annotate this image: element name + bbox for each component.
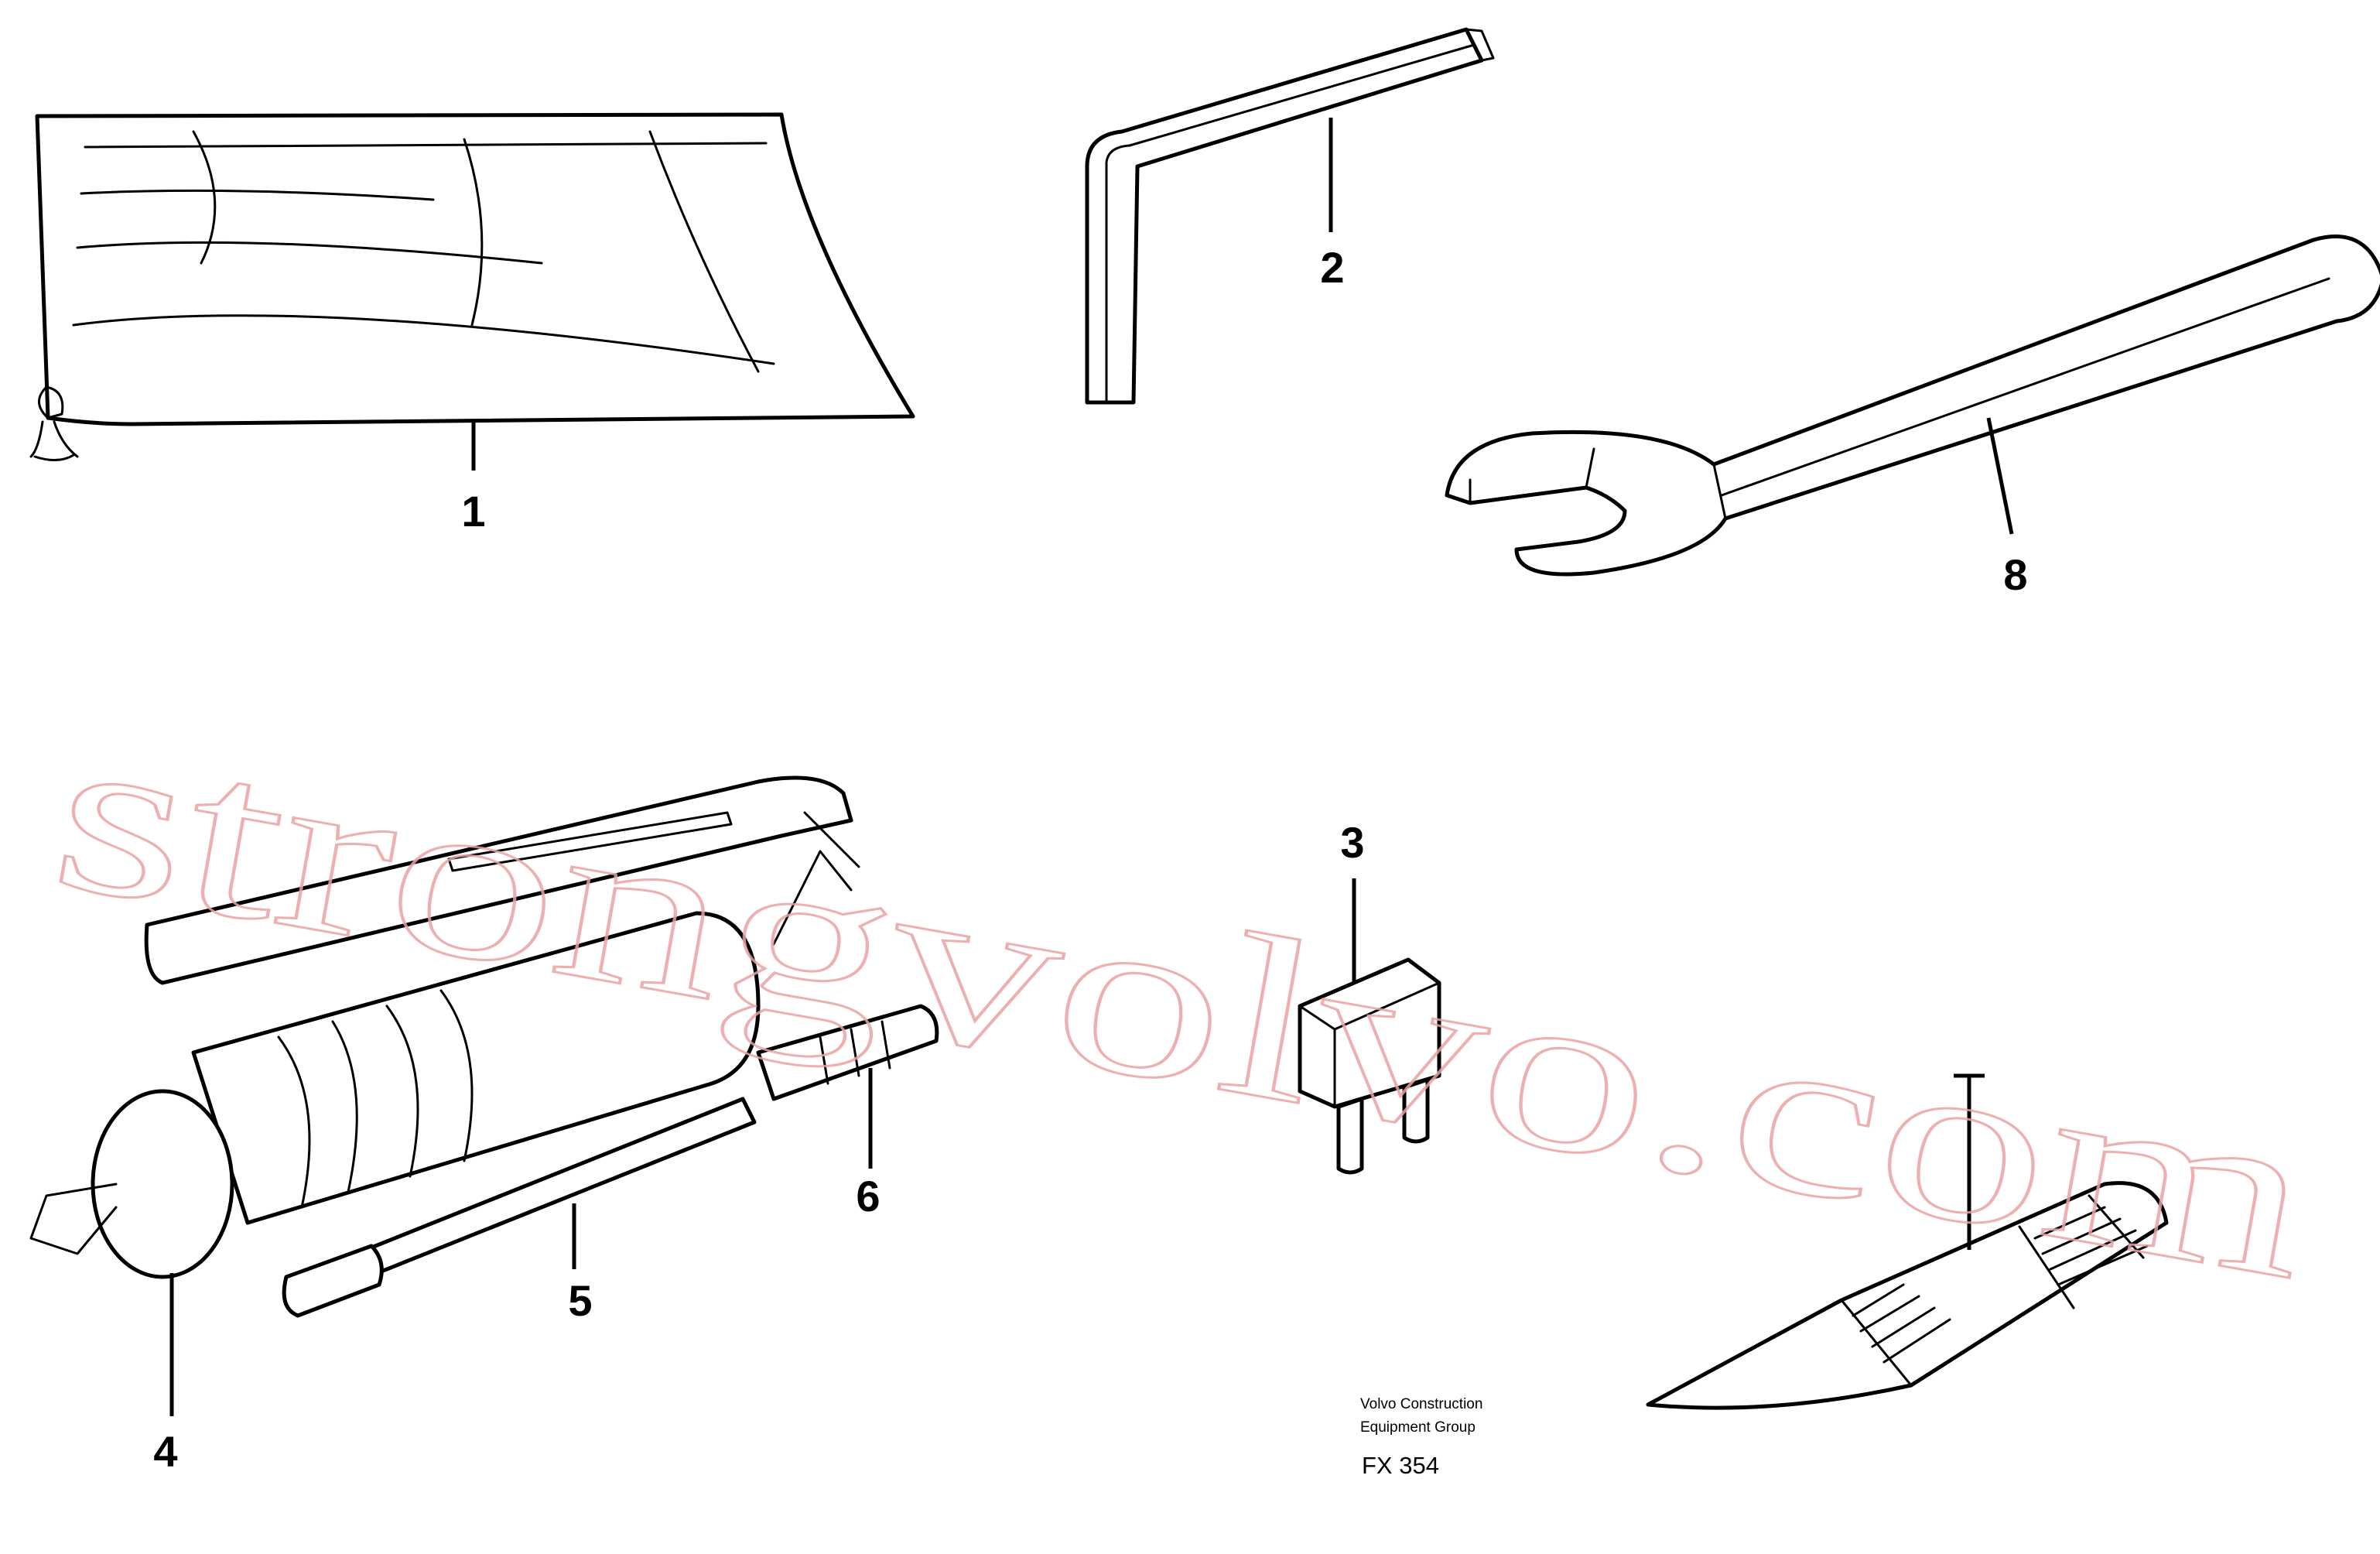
hex-key-part: [1085, 27, 1495, 405]
open-end-wrench-part: [1445, 234, 2380, 577]
caption-line-2: Equipment Group: [1360, 1419, 1476, 1436]
callout-8: 8: [2003, 550, 2027, 599]
callout-5: 5: [568, 1276, 592, 1325]
caption-line-1: Volvo Construction: [1360, 1396, 1482, 1412]
tool-bag-part: [29, 112, 915, 461]
figure-number: FX 354: [1362, 1452, 1439, 1479]
callout-3: 3: [1340, 818, 1364, 867]
center-punch-part: [1646, 1181, 2169, 1410]
callout-4: 4: [153, 1427, 177, 1476]
callout-6: 6: [856, 1172, 880, 1220]
leader-8: [1986, 417, 2014, 535]
callout-2: 2: [1320, 243, 1344, 292]
leader-lines: [169, 118, 2014, 1416]
blade-fuse-part: [1298, 957, 1441, 1175]
callout-1: 1: [461, 487, 485, 536]
grease-gun-part: [29, 775, 939, 1318]
